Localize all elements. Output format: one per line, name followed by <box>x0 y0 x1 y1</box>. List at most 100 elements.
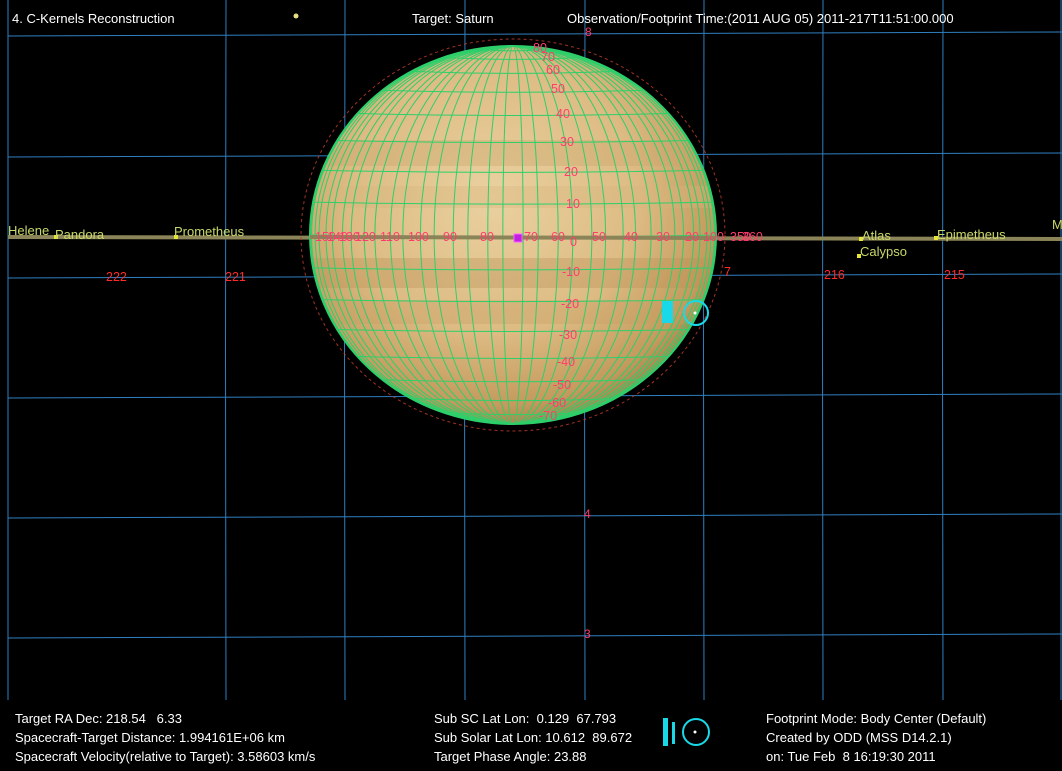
observation-time: Observation/Footprint Time:(2011 AUG 05)… <box>567 11 954 26</box>
longitude-label: 80 <box>480 230 494 244</box>
longitude-label: 0 <box>717 230 724 244</box>
latitude-label: 50 <box>551 82 565 96</box>
planet-longitude-line <box>331 46 695 424</box>
planet-longitude-line <box>433 46 593 424</box>
orbit-number: 7 <box>724 265 731 279</box>
planet-longitude-line <box>314 46 712 424</box>
latitude-label: 40 <box>556 107 570 121</box>
footprint-mode: Footprint Mode: Body Center (Default) <box>766 711 987 726</box>
planet-latitude-line <box>337 329 689 332</box>
latitude-label: -20 <box>561 297 579 311</box>
latitude-label: 80 <box>533 41 547 55</box>
planet-longitude-line <box>502 46 524 424</box>
spacecraft-icon <box>662 301 673 323</box>
planet-longitude-line <box>325 46 701 424</box>
grid-number: 4 <box>584 507 591 521</box>
footprint-circle-icon <box>683 300 709 326</box>
saturn-disk <box>300 38 726 432</box>
moon-label-pandora: Pandora <box>55 227 105 242</box>
subsc-marker-icon <box>513 233 523 243</box>
longitude-label: 70 <box>524 230 538 244</box>
latitude-label: 10 <box>566 197 580 211</box>
longitude-label: 40 <box>624 230 638 244</box>
sub-solar-lat-lon: Sub Solar Lat Lon: 10.612 89.672 <box>434 730 633 745</box>
latitude-label: -60 <box>548 396 566 410</box>
planet-latitude-line <box>411 70 615 74</box>
grid-number: 8 <box>585 25 592 39</box>
planet-longitude-line <box>311 46 715 424</box>
planet-latitude-line <box>382 379 644 383</box>
planet-longitude-line <box>318 46 708 424</box>
legend-footprint-icon <box>682 718 710 746</box>
planet-longitude-line <box>341 46 685 424</box>
planet-latitude-line <box>357 113 669 117</box>
latitude-label: 20 <box>564 165 578 179</box>
planet-longitude-line <box>363 46 663 424</box>
view-title: 4. C-Kernels Reconstruction <box>12 11 175 26</box>
planet-longitude-line <box>374 46 652 424</box>
moon-label-atlas: Atlas <box>862 228 891 243</box>
longitude-label: 10 <box>703 230 717 244</box>
spacecraft-velocity: Spacecraft Velocity(relative to Target):… <box>15 749 316 764</box>
planet-latitude-line <box>382 89 644 93</box>
latitude-label: 0 <box>570 235 577 249</box>
latitude-label: -30 <box>559 328 577 342</box>
planet-longitude-line <box>419 46 607 424</box>
moon-label-epimetheus: Epimetheus <box>937 227 1006 242</box>
grid-numbers: 8 4 3 <box>584 25 592 641</box>
ring-front-segment <box>309 235 717 240</box>
latitude-label: -70 <box>539 409 557 423</box>
orbit-number: 222 <box>106 270 127 284</box>
moon-label-calypso: Calypso <box>860 244 907 259</box>
planet-latitude-line <box>411 398 615 402</box>
moon-label-helene: Helene <box>8 223 49 238</box>
moon-label-edge: M <box>1052 217 1062 232</box>
longitude-label: 50 <box>592 230 606 244</box>
created-on: on: Tue Feb 8 16:19:30 2011 <box>766 749 936 764</box>
longitude-label: 90 <box>443 230 457 244</box>
spacecraft-target-distance: Spacecraft-Target Distance: 1.994161E+06… <box>15 730 285 745</box>
created-by: Created by ODD (MSS D14.2.1) <box>766 730 952 745</box>
latitude-label: -10 <box>562 265 580 279</box>
latitude-label: 30 <box>560 135 574 149</box>
latitude-label: -40 <box>557 355 575 369</box>
orbit-number: 221 <box>225 270 246 284</box>
latitude-label: 60 <box>546 63 560 77</box>
longitude-label: 360 <box>742 230 763 244</box>
star-icon <box>293 13 299 19</box>
legend-spacecraft-icon <box>663 718 675 746</box>
planet-longitude-line <box>402 46 624 424</box>
grid-number: 3 <box>584 627 591 641</box>
longitude-label: 130 <box>339 230 360 244</box>
planet-longitude-line <box>452 46 574 424</box>
longitude-label: 150 <box>315 230 336 244</box>
longitude-label: 20 <box>685 230 699 244</box>
longitude-label: 120 <box>355 230 376 244</box>
longitude-labels: 150 140 130 120 110 100 90 80 70 60 50 4… <box>315 230 763 244</box>
orbit-number: 215 <box>944 268 965 282</box>
target-label: Target: Saturn <box>412 11 494 26</box>
latitude-label: -50 <box>553 378 571 392</box>
planet-longitude-line <box>467 46 559 424</box>
longitude-label: 350 <box>730 230 751 244</box>
orbit-numbers: 222 221 7 216 215 <box>106 265 965 284</box>
planet-latitude-line <box>443 56 583 60</box>
planet-longitude-line <box>389 46 637 424</box>
longitude-label: 110 <box>380 230 400 244</box>
longitude-label: 60 <box>551 230 565 244</box>
orbit-number: 216 <box>824 268 845 282</box>
planet-latitude-line <box>357 355 669 359</box>
moons: Helene Pandora Prometheus Atlas Calypso … <box>8 217 1062 259</box>
target-phase-angle: Target Phase Angle: 23.88 <box>434 749 587 764</box>
moon-label-prometheus: Prometheus <box>174 224 245 239</box>
planet-longitude-line <box>487 46 539 424</box>
longitude-label: 30 <box>656 230 670 244</box>
target-ra-dec: Target RA Dec: 218.54 6.33 <box>15 711 182 726</box>
longitude-label: 140 <box>327 230 348 244</box>
planet-longitude-line <box>350 46 676 424</box>
latitude-label: 70 <box>541 50 555 64</box>
latitude-labels: 80 70 60 50 40 30 20 10 0 -10 -20 -30 -4… <box>533 41 580 423</box>
longitude-label: 100 <box>408 230 429 244</box>
